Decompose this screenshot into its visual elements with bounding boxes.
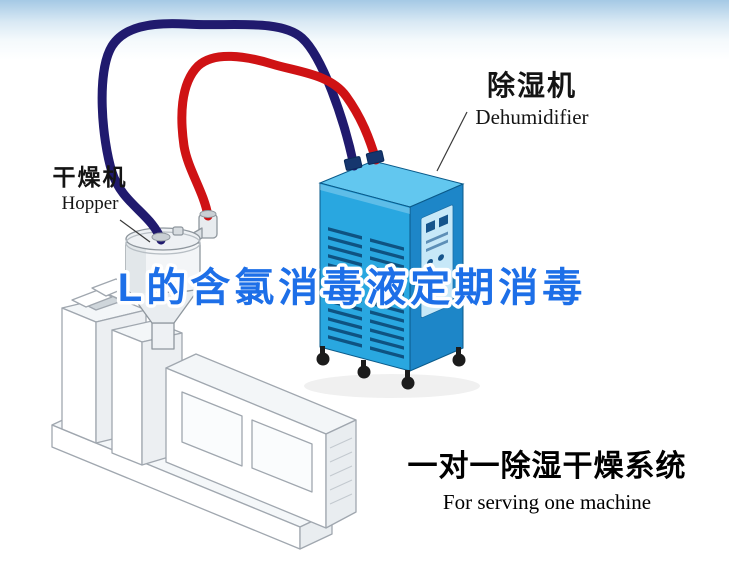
dehumidifier-label-zh: 除湿机 <box>486 70 577 101</box>
pointer-line-dehumidifier <box>436 111 468 172</box>
hopper-neck <box>151 322 175 350</box>
extruder-panel-2 <box>251 419 313 493</box>
hopper-label: 干燥机 Hopper <box>28 164 152 215</box>
hopper-body-shade <box>126 243 146 293</box>
dehumidifier-wheels <box>316 346 466 390</box>
extruder-cabinet-end <box>325 419 357 529</box>
panel-display <box>425 268 439 291</box>
dehumidifier-label: 除湿机 Dehumidifier <box>432 70 632 129</box>
panel-knob-2 <box>438 254 444 261</box>
system-caption-zh: 一对一除湿干燥系统 <box>407 450 687 483</box>
pointer-line-hopper <box>119 219 151 243</box>
extruder-machine <box>51 278 357 550</box>
panel-button-2 <box>439 214 448 228</box>
blower-pipe-collar <box>199 210 217 218</box>
hopper-lid-rim <box>125 231 201 255</box>
dehumidifier-machine <box>304 160 480 398</box>
panel-knob-1 <box>427 259 433 266</box>
red-supply-pipe <box>177 51 381 221</box>
hopper-label-zh: 干燥机 <box>52 164 128 190</box>
hopper-label-en: Hopper <box>61 193 119 215</box>
hopper-pipe-collar <box>151 232 171 242</box>
system-caption-en: For serving one machine <box>442 489 652 514</box>
pipe-connectors <box>151 150 385 242</box>
system-caption: 一对一除湿干燥系统 For serving one machine <box>394 450 700 514</box>
dehumidifier-label-en: Dehumidifier <box>475 105 589 130</box>
watermark-text: L的含氯消毒液定期消毒 <box>118 266 586 310</box>
hopper-lid-knob <box>172 226 184 236</box>
navy-return-pipe <box>97 19 359 245</box>
dehumidifier-vents <box>320 184 410 359</box>
dehumidifier-control-panel <box>420 204 454 318</box>
hopper-machine <box>125 213 218 350</box>
dehumidifier-port-right <box>365 150 385 165</box>
extruder-end-vents <box>329 437 353 505</box>
dehumidifier-shadow <box>304 374 480 398</box>
extruder-throat-left <box>111 329 143 466</box>
extruder-diehead-left <box>61 307 97 444</box>
extruder-panel-1 <box>181 391 243 467</box>
dehumidifier-port-left <box>343 156 363 171</box>
panel-button-1 <box>426 220 435 234</box>
